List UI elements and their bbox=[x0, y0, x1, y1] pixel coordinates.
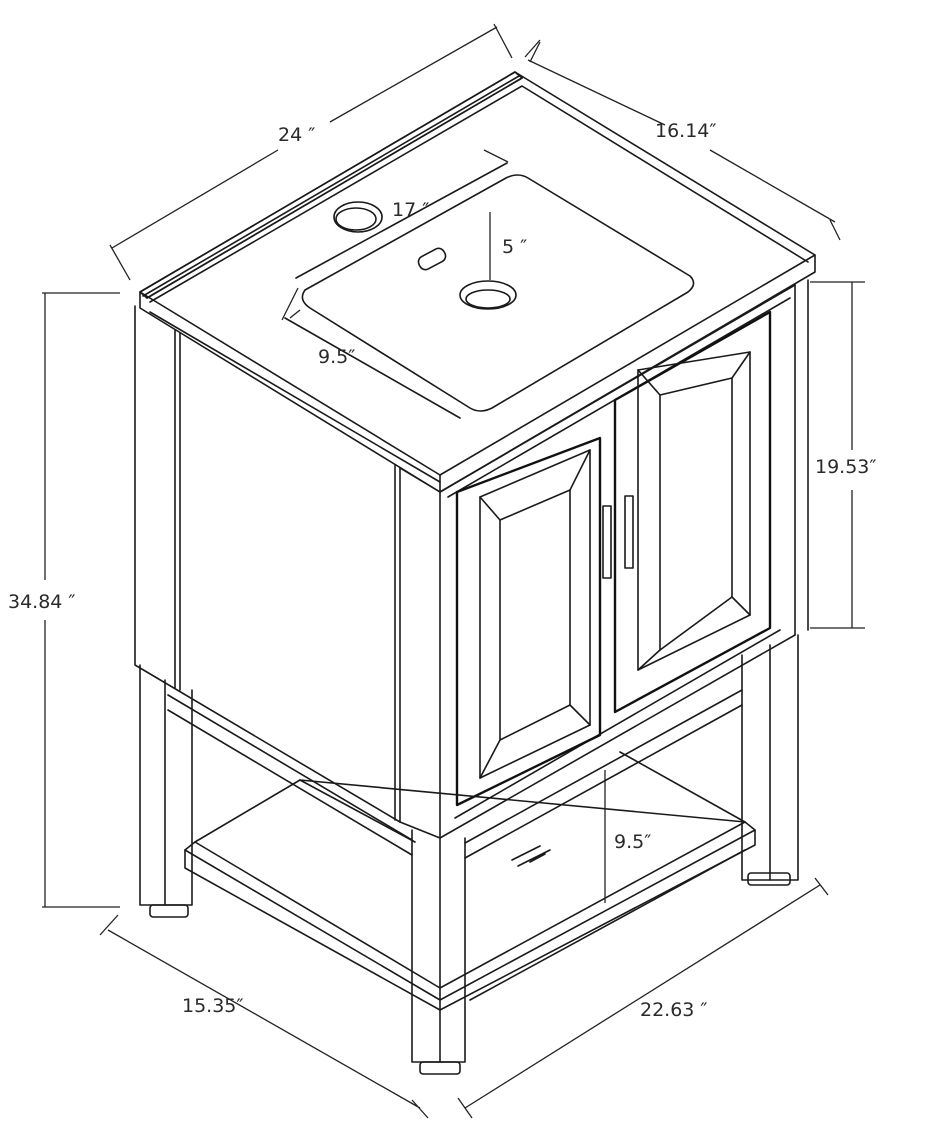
legs bbox=[139, 634, 799, 1075]
door-handle-left bbox=[602, 505, 612, 579]
dim-sink-width-label: 9.5″ bbox=[318, 346, 356, 368]
dim-shelf-clearance-label: 9.5″ bbox=[614, 831, 652, 853]
dim-base-width-label: 22.63 ″ bbox=[640, 999, 708, 1021]
dim-top-depth-label: 16.14″ bbox=[655, 120, 717, 142]
door-handle-right bbox=[624, 495, 634, 569]
drain-hole-inner bbox=[465, 289, 511, 309]
faucet-hole bbox=[333, 201, 383, 233]
sink-basin bbox=[284, 162, 695, 419]
dim-cabinet-height-label: 19.53″ bbox=[815, 456, 877, 478]
door-right bbox=[613, 310, 772, 714]
drain-hole bbox=[459, 280, 517, 310]
dim-overall-height-label: 34.84 ″ bbox=[8, 591, 76, 613]
cabinet-body bbox=[134, 279, 809, 839]
faucet-hole-inner bbox=[335, 207, 377, 231]
bottom-shelf bbox=[167, 689, 756, 1011]
dim-base-depth-label: 15.35″ bbox=[182, 995, 244, 1017]
dim-top-width-label: 24 ″ bbox=[278, 124, 316, 146]
dim-sink-depth-label: 5 ″ bbox=[502, 236, 528, 258]
overflow-slot bbox=[417, 247, 447, 271]
dimension-lines bbox=[42, 23, 865, 1119]
dim-sink-length-label: 17 ″ bbox=[392, 199, 430, 221]
door-left bbox=[455, 436, 602, 807]
